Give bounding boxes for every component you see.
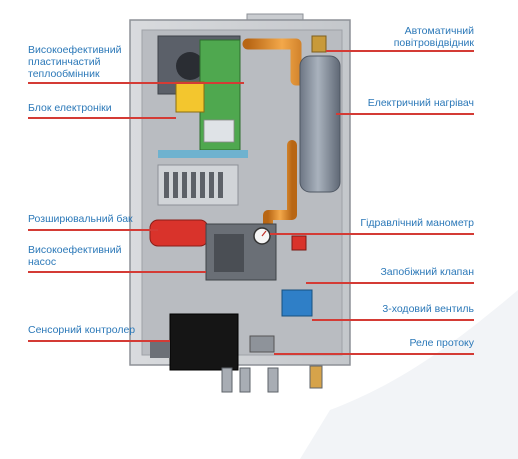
connector-2	[239, 367, 251, 393]
label-heat-exchanger: Високоефективний пластинчастий теплообмі…	[28, 44, 122, 80]
leader-three-way-valve	[312, 319, 474, 321]
electronics-rail	[158, 150, 248, 158]
safety-valve	[291, 235, 307, 251]
leader-manometer	[270, 233, 474, 235]
label-flow-relay: Реле протоку	[409, 337, 474, 349]
label-expansion-tank: Розширювальний бак	[28, 213, 133, 225]
leader-pump	[28, 271, 206, 273]
touch-controller	[169, 313, 239, 371]
terminal-strip	[157, 164, 239, 206]
three-way-valve	[281, 289, 313, 317]
label-controller: Сенсорний контролер	[28, 324, 136, 336]
electronics-module	[203, 119, 235, 143]
air-vent	[311, 35, 327, 53]
label-three-way-valve: 3-ходовий вентиль	[382, 303, 474, 315]
background-wave	[300, 290, 518, 459]
leader-heat-exchanger	[28, 82, 244, 84]
label-pump: Високоефективний насос	[28, 244, 122, 268]
connector-3	[267, 367, 279, 393]
connector-4	[309, 365, 323, 389]
leader-safety-valve	[306, 282, 474, 284]
flow-relay	[249, 335, 275, 353]
label-safety-valve: Запобіжний клапан	[380, 266, 474, 278]
connector-1	[221, 367, 233, 393]
controller-bracket	[150, 340, 170, 358]
label-manometer: Гідравлічний манометр	[360, 217, 474, 229]
leader-controller	[28, 340, 170, 342]
leader-expansion-tank	[28, 229, 158, 231]
electronics-relay	[175, 81, 205, 113]
expansion-tank	[149, 219, 209, 247]
leader-flow-relay	[274, 353, 474, 355]
label-electric-heater: Електричний нагрівач	[367, 97, 474, 109]
label-electronics: Блок електроніки	[28, 102, 112, 114]
pump-motor	[214, 234, 244, 272]
leader-electronics	[28, 117, 176, 119]
heat-exchanger-port	[176, 52, 204, 80]
leader-air-vent	[326, 50, 474, 52]
label-air-vent: Автоматичний повітровідвідник	[393, 25, 474, 49]
electric-heater-tank	[299, 55, 341, 193]
leader-electric-heater	[336, 113, 474, 115]
